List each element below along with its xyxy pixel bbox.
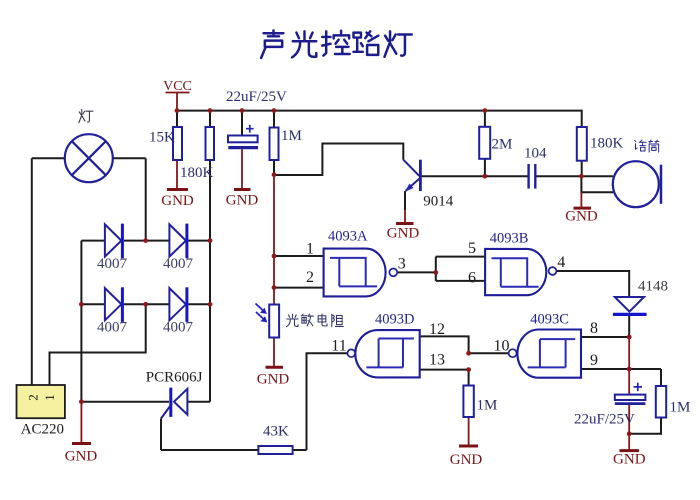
svg-text:2M: 2M (492, 137, 513, 153)
svg-text:9014: 9014 (423, 194, 454, 210)
svg-text:1M: 1M (670, 400, 691, 416)
svg-text:VCC: VCC (163, 79, 192, 94)
svg-text:1: 1 (42, 394, 57, 401)
svg-text:6: 6 (468, 269, 476, 286)
svg-text:180K: 180K (180, 165, 214, 181)
svg-text:4093A: 4093A (328, 229, 368, 245)
svg-text:3: 3 (398, 256, 406, 273)
svg-text:PCR606J: PCR606J (146, 370, 203, 386)
svg-text:4007: 4007 (163, 320, 194, 336)
svg-text:43K: 43K (263, 424, 289, 440)
svg-text:104: 104 (524, 146, 547, 162)
svg-text:AC220: AC220 (21, 422, 64, 438)
svg-text:GND: GND (387, 226, 420, 242)
svg-text:10: 10 (494, 337, 510, 354)
svg-text:13: 13 (429, 352, 445, 369)
svg-text:GND: GND (161, 193, 194, 209)
svg-text:1: 1 (306, 240, 314, 257)
svg-text:1M: 1M (281, 128, 302, 144)
svg-text:4007: 4007 (97, 256, 128, 272)
svg-text:8: 8 (590, 320, 598, 337)
svg-text:GND: GND (226, 193, 259, 209)
svg-text:GND: GND (450, 452, 483, 468)
svg-text:4: 4 (557, 254, 565, 271)
svg-text:4093C: 4093C (530, 312, 569, 328)
svg-text:GND: GND (257, 372, 290, 388)
svg-text:4148: 4148 (638, 279, 668, 295)
svg-text:4093B: 4093B (490, 231, 529, 247)
svg-text:9: 9 (590, 352, 598, 369)
svg-text:180K: 180K (590, 136, 624, 152)
svg-text:15K: 15K (149, 130, 175, 146)
svg-text:1M: 1M (477, 398, 498, 414)
svg-text:22uF/25V: 22uF/25V (574, 412, 635, 428)
svg-text:11: 11 (331, 338, 346, 355)
svg-text:12: 12 (429, 321, 445, 338)
svg-text:4007: 4007 (163, 256, 194, 272)
svg-text:2: 2 (306, 269, 314, 286)
svg-text:GND: GND (65, 449, 98, 465)
svg-text:22uF/25V: 22uF/25V (226, 89, 287, 105)
svg-text:GND: GND (613, 451, 646, 467)
svg-text:2: 2 (26, 394, 41, 401)
svg-text:4093D: 4093D (375, 312, 414, 328)
svg-text:GND: GND (565, 209, 598, 225)
svg-text:5: 5 (468, 240, 476, 257)
svg-text:4007: 4007 (97, 320, 128, 336)
